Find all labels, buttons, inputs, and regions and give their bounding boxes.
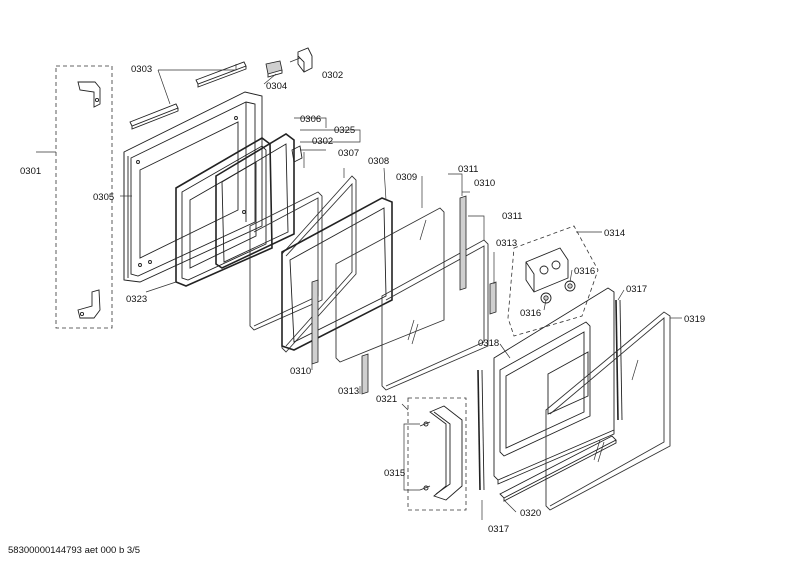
hinge-bracket-group-0301 [55,65,113,329]
label-0319: 0319 [684,314,705,325]
label-0308: 0308 [368,156,389,167]
label-0306: 0306 [300,114,321,125]
label-0323: 0323 [126,294,147,305]
label-0310-bottom: 0310 [290,366,311,377]
label-0320: 0320 [520,508,541,519]
label-0310-top: 0310 [474,178,495,189]
vertical-strips-0317 [477,299,623,491]
label-0314: 0314 [604,228,625,239]
top-strips-0303 [129,61,247,130]
label-0317-top: 0317 [626,284,647,295]
outer-door-panel-0318 [493,287,615,485]
handle-group-0321 [407,397,467,511]
label-0305: 0305 [93,192,114,203]
label-0316-right: 0316 [574,266,595,277]
part-labels: 0301 0303 0302 0304 0305 0306 0325 0302 … [20,64,705,535]
label-0325: 0325 [334,125,355,136]
front-glass-0319 [545,311,671,511]
glass-pane-0311 [381,219,489,391]
label-0317-bottom: 0317 [488,524,509,535]
clip-parts [265,47,313,163]
label-0311-top: 0311 [458,164,478,175]
label-0321: 0321 [376,394,397,405]
side-strips [311,195,497,395]
label-0315: 0315 [384,468,405,479]
inner-door-frame-0305 [123,91,263,283]
label-0311-mid: 0311 [502,211,522,222]
label-0318: 0318 [478,338,499,349]
glass-frame-0309 [281,197,445,363]
inner-seal-0306 [215,133,295,269]
label-0304: 0304 [266,81,287,92]
label-0302-top: 0302 [322,70,343,81]
leader-lines [36,57,682,520]
glass-pane-0308 [281,175,357,353]
bottom-strip-0320 [499,435,617,502]
document-code: 58300000144793 aet 000 b 3/5 [8,545,140,556]
control-module-group-0314 [507,225,599,337]
label-0316-left: 0316 [520,308,541,319]
label-0309: 0309 [396,172,417,183]
door-seal-0323 [175,137,273,287]
label-0302-mid: 0302 [312,136,333,147]
glass-pane-0307 [249,191,323,331]
label-0313-bottom: 0313 [338,386,359,397]
label-0303: 0303 [131,64,152,75]
label-0307: 0307 [338,148,359,159]
label-0313-top: 0313 [496,238,517,249]
label-0301: 0301 [20,166,41,177]
